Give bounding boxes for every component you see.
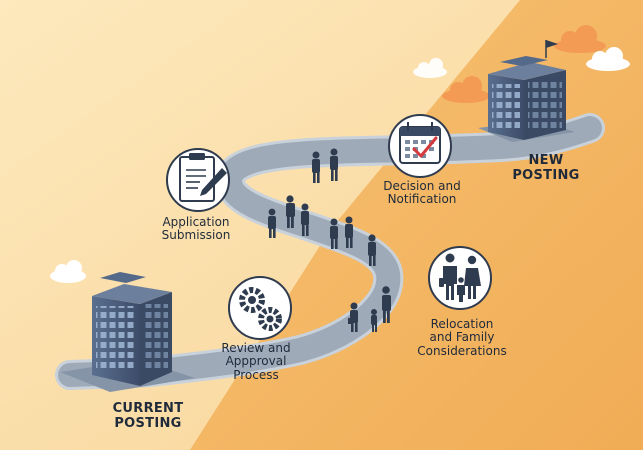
current-posting-line: POSTING	[114, 415, 182, 431]
cloud-icon	[50, 260, 86, 283]
person-icon	[348, 302, 358, 332]
step-label-line: Review and	[221, 341, 291, 355]
person-icon	[330, 218, 338, 249]
step-label-line: Relocation	[430, 317, 494, 331]
new-posting-building	[478, 40, 575, 142]
current-posting-label: CURRENT POSTING	[100, 401, 196, 431]
step-label-line: Considerations	[417, 343, 507, 358]
current-posting-line: CURRENT	[112, 401, 184, 416]
calendar-check-icon	[388, 114, 452, 178]
cloud-icon	[442, 76, 490, 103]
person-icon	[382, 286, 391, 323]
person-icon	[371, 309, 377, 332]
decision-notification-label: Decision and Notification	[364, 179, 480, 207]
flag-icon	[546, 40, 558, 48]
winding-road	[55, 113, 605, 390]
application-submission-label: Application Submission	[140, 215, 252, 243]
step-label-line: Decision and	[383, 179, 461, 193]
cloud-icon	[413, 58, 447, 78]
family-icon	[428, 246, 492, 310]
people-silhouettes	[268, 148, 391, 332]
review-approval-label: Review and Appproval Process	[206, 341, 306, 382]
person-icon	[301, 203, 309, 236]
person-icon	[312, 151, 320, 183]
person-icon	[268, 208, 276, 238]
step-label-line: Application	[162, 215, 230, 229]
step-label-line: Submission	[161, 228, 231, 243]
cloud-icon	[586, 47, 630, 71]
person-icon	[345, 216, 353, 248]
new-posting-line: POSTING	[512, 167, 580, 183]
step-label-line: Notification	[387, 192, 457, 207]
person-icon	[368, 234, 376, 266]
person-icon	[330, 148, 338, 181]
step-label-line: Process	[233, 367, 279, 382]
step-label-line: Appproval	[225, 354, 287, 369]
cloud-icon	[554, 25, 606, 53]
person-icon	[286, 195, 295, 228]
new-posting-line: NEW	[528, 153, 564, 168]
clipboard-pen-icon	[166, 148, 230, 212]
gears-icon	[228, 276, 292, 340]
step-label-line: and Family	[429, 330, 495, 345]
new-posting-label: NEW POSTING	[500, 153, 592, 183]
current-posting-building	[60, 272, 195, 392]
relocation-family-label: Relocation and Family Considerations	[406, 317, 518, 358]
